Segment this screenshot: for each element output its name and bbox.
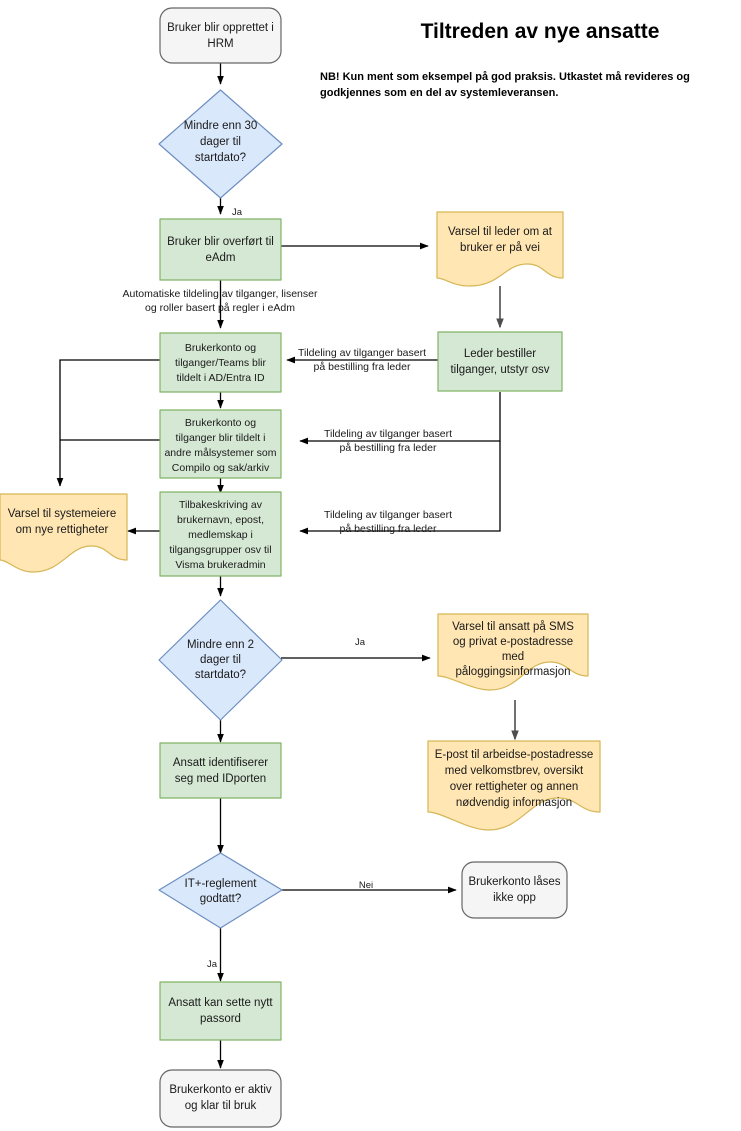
connector-leder-bestiller-trunk <box>299 392 501 535</box>
node-start-line-1: Bruker blir opprettet i <box>167 22 274 34</box>
node-reglement-line-2: godtatt? <box>200 893 242 905</box>
edge-label-tildeling-2-line-2: på bestilling fra leder <box>340 442 437 454</box>
node-leder-bestiller-line-2: tilganger, utstyr osv <box>450 364 549 376</box>
node-start[interactable]: Bruker blir opprettet i HRM <box>159 7 282 64</box>
node-epost-line-1: E-post til arbeidse-postadresse <box>435 749 594 761</box>
connector-left-trunk-to-varsel-systemeiere <box>56 359 160 487</box>
node-epost-line-4: nødvendig informasjon <box>456 797 572 809</box>
page-title: Tiltreden av nye ansatte <box>421 20 660 43</box>
node-leder-bestiller-line-1: Leder bestiller <box>464 348 536 360</box>
node-note-varsel-leder[interactable]: Varsel til leder om at bruker er på vei <box>436 211 564 287</box>
node-konto-aktiv[interactable]: Brukerkonto er aktiv og klar til bruk <box>159 1069 282 1128</box>
node-note-epost-arbeid[interactable]: E-post til arbeidse-postadresse med velk… <box>427 740 601 831</box>
node-tilbakeskriving-line-3: medlemskap i <box>188 529 253 541</box>
node-decision-2-line-1: Mindre enn 2 <box>187 639 254 651</box>
node-overfort-line-1: Bruker blir overført til <box>167 236 274 248</box>
node-andre-line-3: andre målsystemer som <box>164 447 276 459</box>
edge-label-tildeling-1-line-1: Tildeling av tilganger basert <box>298 347 426 359</box>
node-tilbakeskriving-line-1: Tilbakeskriving av <box>179 499 263 511</box>
node-tilbakeskriving-line-5: Visma brukeradmin <box>175 559 265 571</box>
node-varsel-ansatt-line-1: Varsel til ansatt på SMS <box>452 621 574 633</box>
node-varsel-systemeiere-line-1: Varsel til systemeiere <box>8 508 116 520</box>
node-andre-line-2: tilganger blir tildelt i <box>176 432 266 444</box>
node-reglement-line-1: IT+-reglement <box>185 878 258 890</box>
node-decision-reglement[interactable]: IT+-reglement godtatt? <box>158 852 283 929</box>
node-laases-line-1: Brukerkonto låses <box>468 876 560 888</box>
node-varsel-systemeiere-line-2: om nye rettigheter <box>16 524 109 536</box>
node-varsel-ansatt-line-3: med <box>502 651 524 663</box>
node-varsel-leder-line-1: Varsel til leder om at <box>448 226 553 238</box>
node-tilbakeskriving[interactable]: Tilbakeskriving av brukernavn, epost, me… <box>159 491 282 577</box>
node-passord-line-2: passord <box>200 1013 241 1025</box>
node-epost-line-2: med velkomstbrev, oversikt <box>445 765 584 777</box>
node-tilbakeskriving-line-4: tilgangsgrupper osv til <box>169 544 271 556</box>
node-ad-entra-line-2: tilganger/Teams blir <box>175 357 267 369</box>
node-start-line-2: HRM <box>207 38 233 50</box>
node-tilbakeskriving-line-2: brukernavn, epost, <box>177 514 264 526</box>
node-aktiv-line-1: Brukerkonto er aktiv <box>169 1084 272 1096</box>
node-varsel-leder-line-2: bruker er på vei <box>460 242 540 254</box>
node-decision-30-line-2: dager til <box>200 136 241 148</box>
edge-label-ja-2: Ja <box>355 637 366 648</box>
node-decision-30-line-3: startdato? <box>195 152 246 164</box>
node-overfort-eadm[interactable]: Bruker blir overført til eAdm <box>159 218 282 281</box>
node-andre-malsystemer[interactable]: Brukerkonto og tilganger blir tildelt i … <box>159 409 282 479</box>
node-ad-entra-line-3: tildelt i AD/Entra ID <box>176 372 265 384</box>
node-aktiv-line-2: og klar til bruk <box>185 1100 257 1112</box>
edge-label-automatisk-line-1: Automatiske tildeling av tilganger, lise… <box>123 288 318 300</box>
node-idporten[interactable]: Ansatt identifiserer seg med IDporten <box>159 742 282 799</box>
node-idporten-line-2: seg med IDporten <box>175 773 266 785</box>
node-decision-30-line-1: Mindre enn 30 <box>184 120 258 132</box>
node-varsel-ansatt-line-4: påloggingsinformasjon <box>455 666 570 678</box>
edge-label-ja-30: Ja <box>232 207 243 218</box>
node-epost-line-3: over rettigheter og annen <box>450 781 579 793</box>
node-note-varsel-systemeiere[interactable]: Varsel til systemeiere om nye rettighete… <box>0 493 128 573</box>
node-decision-30-days[interactable]: Mindre enn 30 dager til startdato? <box>158 89 283 199</box>
node-varsel-ansatt-line-2: og privat e-postadresse <box>453 636 573 648</box>
node-decision-2-line-3: startdato? <box>195 669 246 681</box>
node-note-varsel-ansatt[interactable]: Varsel til ansatt på SMS og privat e-pos… <box>437 613 589 691</box>
edge-label-tildeling-2-line-1: Tildeling av tilganger basert <box>324 428 452 440</box>
node-laases-line-2: ikke opp <box>493 892 536 904</box>
edge-label-nei: Nei <box>359 880 373 891</box>
node-andre-line-4: Compilo og sak/arkiv <box>172 462 270 474</box>
node-laases-ikke-opp[interactable]: Brukerkonto låses ikke opp <box>461 861 568 919</box>
edge-label-ja-reglement: Ja <box>207 959 218 970</box>
node-andre-line-1: Brukerkonto og <box>185 417 256 429</box>
node-ad-entra-id[interactable]: Brukerkonto og tilganger/Teams blir tild… <box>159 332 282 393</box>
node-nytt-passord[interactable]: Ansatt kan sette nytt passord <box>159 981 282 1041</box>
node-decision-2-line-2: dager til <box>200 654 241 666</box>
edge-label-automatisk-line-2: og roller basert på regler i eAdm <box>145 302 295 314</box>
edge-label-tildeling-3-line-2: på bestilling fra leder <box>340 523 437 535</box>
edge-label-tildeling-3-line-1: Tildeling av tilganger basert <box>324 509 452 521</box>
page-note-line-1: NB! Kun ment som eksempel på god praksis… <box>320 71 690 83</box>
page-note-line-2: godkjennes som en del av systemleveranse… <box>320 87 558 99</box>
node-idporten-line-1: Ansatt identifiserer <box>173 757 268 769</box>
node-passord-line-1: Ansatt kan sette nytt <box>168 997 273 1009</box>
node-leder-bestiller[interactable]: Leder bestiller tilganger, utstyr osv <box>437 331 563 392</box>
node-overfort-line-2: eAdm <box>205 252 235 264</box>
edge-label-tildeling-1-line-2: på bestilling fra leder <box>314 361 411 373</box>
node-decision-2-days[interactable]: Mindre enn 2 dager til startdato? <box>158 599 283 721</box>
node-ad-entra-line-1: Brukerkonto og <box>185 342 256 354</box>
